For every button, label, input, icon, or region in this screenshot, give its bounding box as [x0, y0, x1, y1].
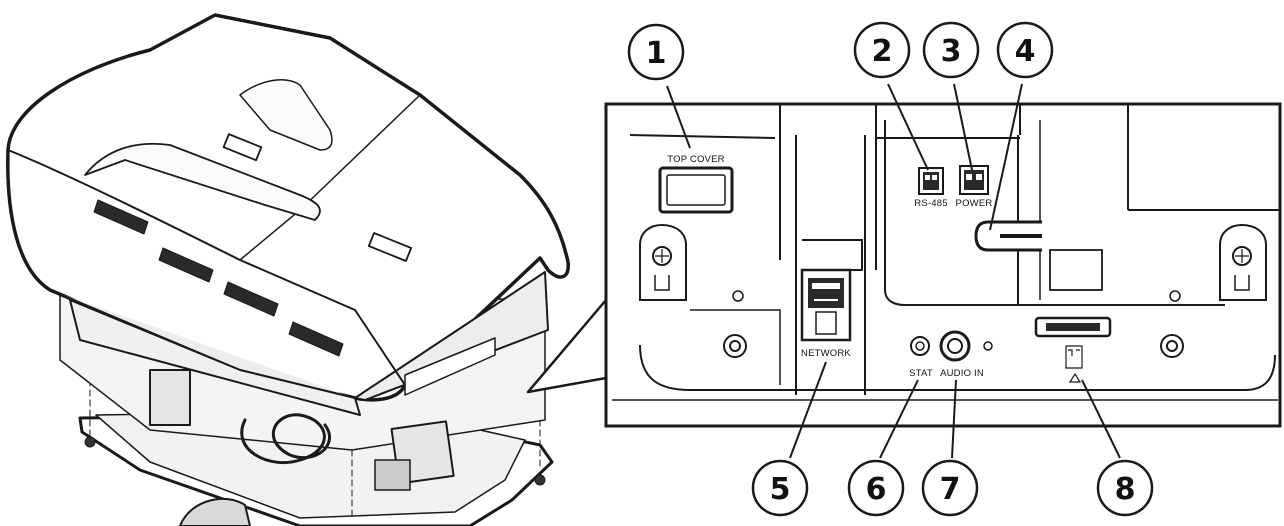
audio-in-label: AUDIO IN: [940, 368, 984, 379]
leader-6: [879, 379, 919, 459]
foot-left: [84, 436, 96, 448]
callout-number: 3: [941, 34, 962, 69]
stat-label: STAT: [909, 368, 933, 379]
mount-pole: [179, 497, 251, 526]
rs485-connector: [918, 167, 944, 195]
top-cover-label: TOP COVER: [667, 154, 724, 165]
stat-led: [910, 336, 930, 356]
callout-number: 8: [1115, 472, 1136, 507]
right-mount-clip: [1219, 223, 1267, 301]
leader-1: [666, 85, 691, 149]
foot-right: [534, 474, 546, 486]
internal-bracket-left: [149, 369, 191, 426]
cover-latch-front: [367, 232, 413, 262]
audio-in-jack: [939, 330, 971, 362]
panel-screw-left: [723, 334, 747, 358]
sd-card-slot: [1034, 316, 1112, 383]
camera-housing-illustration: [6, 13, 570, 526]
sd-card-cover: [1049, 249, 1103, 291]
leader-8: [1081, 379, 1121, 459]
front-panel: [69, 299, 361, 416]
left-mount-clip: [639, 223, 687, 301]
callout-number: 1: [646, 36, 667, 71]
cover-raised-panel-2: [239, 79, 333, 151]
cover-slots: [93, 199, 344, 357]
cable-coil: [240, 413, 332, 465]
callout-number: 4: [1015, 34, 1036, 69]
callout-number: 7: [940, 472, 961, 507]
panel-hole-left: [732, 290, 744, 302]
leader-4: [989, 83, 1023, 231]
leader-7: [951, 379, 957, 459]
cable-slot: [974, 220, 1042, 252]
side-window: [404, 337, 496, 396]
panel-structure: [612, 104, 1280, 401]
power-connector: [959, 165, 989, 195]
callouts: 1 2 3 4 5 6 7 8: [627, 21, 1154, 517]
callout-7: 7: [921, 459, 979, 517]
panel-screw-right: [1160, 334, 1184, 358]
network-port: [800, 239, 863, 342]
callout-1: 1: [627, 23, 685, 81]
audio-led: [983, 341, 993, 351]
callout-2: 2: [853, 21, 911, 79]
callout-number: 2: [872, 34, 893, 69]
leader-5: [789, 361, 827, 459]
cover-latch-top: [222, 133, 263, 162]
connector-panel: [604, 102, 1282, 428]
power-label: POWER: [956, 198, 993, 209]
cover-ridge: [7, 149, 406, 386]
callout-number: 6: [866, 472, 887, 507]
panel-hole-right: [1169, 290, 1181, 302]
leader-2: [887, 83, 929, 171]
panel-labels: TOP COVER RS-485 POWER NETWORK STAT AUDI…: [667, 154, 992, 379]
top-cover-switch: [658, 166, 734, 214]
rs485-label: RS-485: [914, 198, 947, 209]
callout-8: 8: [1096, 459, 1154, 517]
callout-3: 3: [922, 21, 980, 79]
internal-block: [374, 459, 411, 491]
leader-3: [953, 83, 973, 171]
callout-number: 5: [770, 472, 791, 507]
callout-4: 4: [996, 21, 1054, 79]
network-label: NETWORK: [801, 348, 851, 359]
callout-6: 6: [847, 459, 905, 517]
callout-leaders: [666, 83, 1121, 459]
panel-frame: [604, 102, 1282, 428]
callout-5: 5: [751, 459, 809, 517]
cover-raised-panel: [84, 142, 321, 221]
